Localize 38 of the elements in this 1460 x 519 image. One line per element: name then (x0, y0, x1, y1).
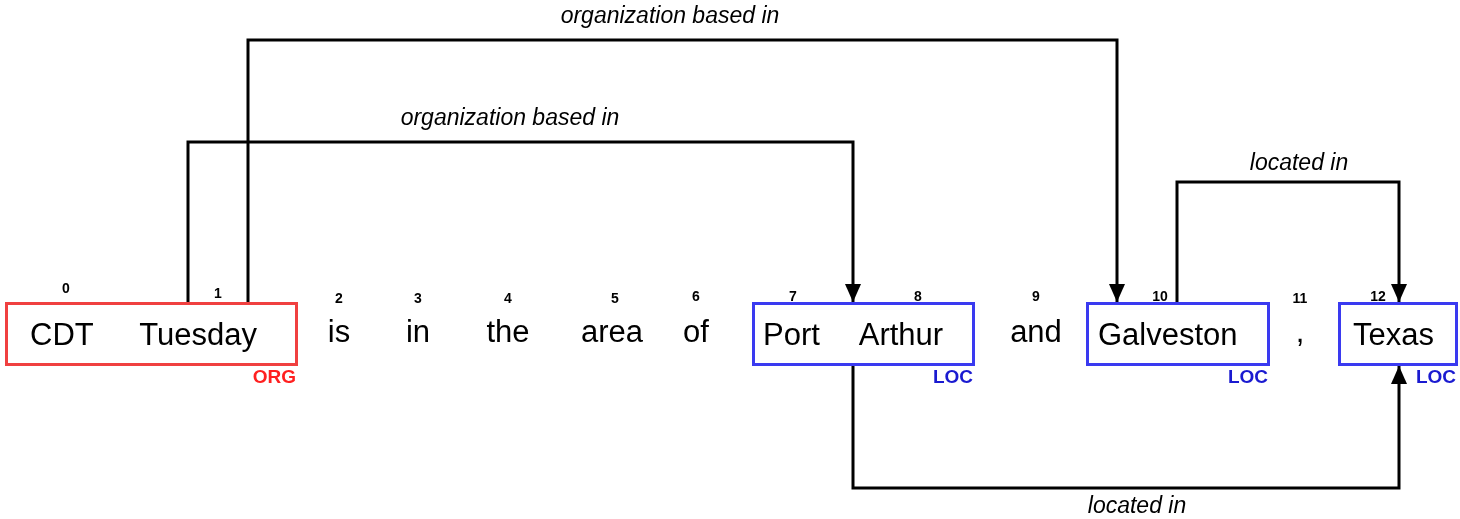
token-index: 0 (62, 280, 70, 296)
entity-text: Port Arthur (763, 317, 944, 353)
token-word: the (486, 314, 530, 350)
token-word: is (327, 314, 351, 350)
entity-text: CDT Tuesday (30, 317, 257, 353)
entity-box (752, 302, 975, 366)
token-index: 6 (692, 288, 700, 304)
token-index: 8 (914, 288, 922, 304)
arrow (1175, 180, 1407, 302)
token-index: 1 (214, 285, 222, 301)
entity-type-tag: LOC (1415, 366, 1456, 388)
entity-box (5, 302, 298, 366)
token-word: and (1010, 314, 1062, 350)
token-index: 11 (1292, 290, 1308, 306)
token-index: 7 (789, 288, 797, 304)
token-word: , (1295, 314, 1305, 350)
token-word: area (581, 314, 643, 350)
entity-type-tag: ORG (252, 366, 296, 388)
token-word: of (683, 314, 709, 350)
token-index: 9 (1032, 288, 1040, 304)
edge-label: organization based in (398, 104, 622, 131)
token-word: in (405, 314, 431, 350)
entity-text: Galveston (1098, 317, 1238, 353)
entity-box (1338, 302, 1458, 366)
token-index: 2 (335, 290, 343, 306)
arrow (186, 140, 861, 302)
entity-type-tag: LOC (1227, 366, 1268, 388)
entity-box (1086, 302, 1270, 366)
edge-label: organization based in (558, 2, 782, 29)
token-index: 10 (1152, 288, 1168, 304)
arrow (851, 366, 1407, 490)
arrow (246, 38, 1125, 302)
token-index: 3 (414, 290, 422, 306)
token-index: 5 (611, 290, 619, 306)
token-index: 4 (504, 290, 512, 306)
token-index: 12 (1370, 288, 1386, 304)
entity-type-tag: LOC (932, 366, 973, 388)
entity-text: Texas (1353, 317, 1434, 353)
